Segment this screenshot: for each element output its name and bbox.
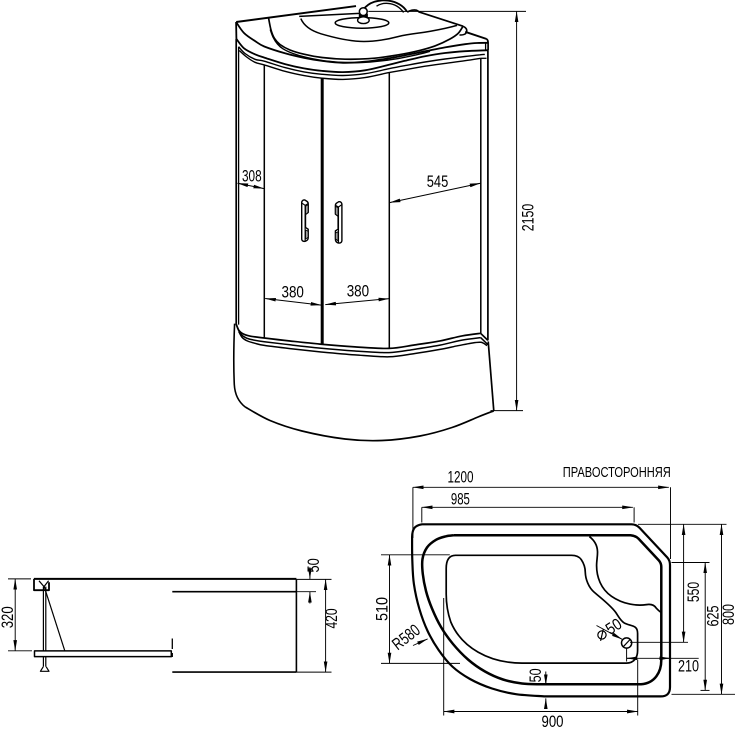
svg-text:800: 800 bbox=[719, 604, 736, 625]
svg-text:985: 985 bbox=[451, 490, 470, 509]
svg-text:625: 625 bbox=[704, 606, 723, 627]
svg-text:380: 380 bbox=[282, 282, 304, 301]
svg-text:900: 900 bbox=[542, 712, 564, 729]
svg-text:1200: 1200 bbox=[448, 467, 474, 486]
svg-text:50: 50 bbox=[304, 558, 323, 572]
svg-text:510: 510 bbox=[373, 597, 392, 621]
svg-text:50: 50 bbox=[526, 668, 545, 682]
svg-text:ПРАВОСТОРОННЯЯ: ПРАВОСТОРОННЯЯ bbox=[563, 465, 671, 481]
svg-text:550: 550 bbox=[684, 582, 703, 602]
svg-text:420: 420 bbox=[322, 609, 341, 629]
svg-text:545: 545 bbox=[427, 172, 449, 191]
svg-text:308: 308 bbox=[242, 167, 262, 186]
svg-text:320: 320 bbox=[0, 606, 17, 628]
svg-text:2150: 2150 bbox=[518, 204, 537, 232]
svg-text:210: 210 bbox=[678, 657, 699, 676]
svg-text:380: 380 bbox=[347, 281, 369, 300]
